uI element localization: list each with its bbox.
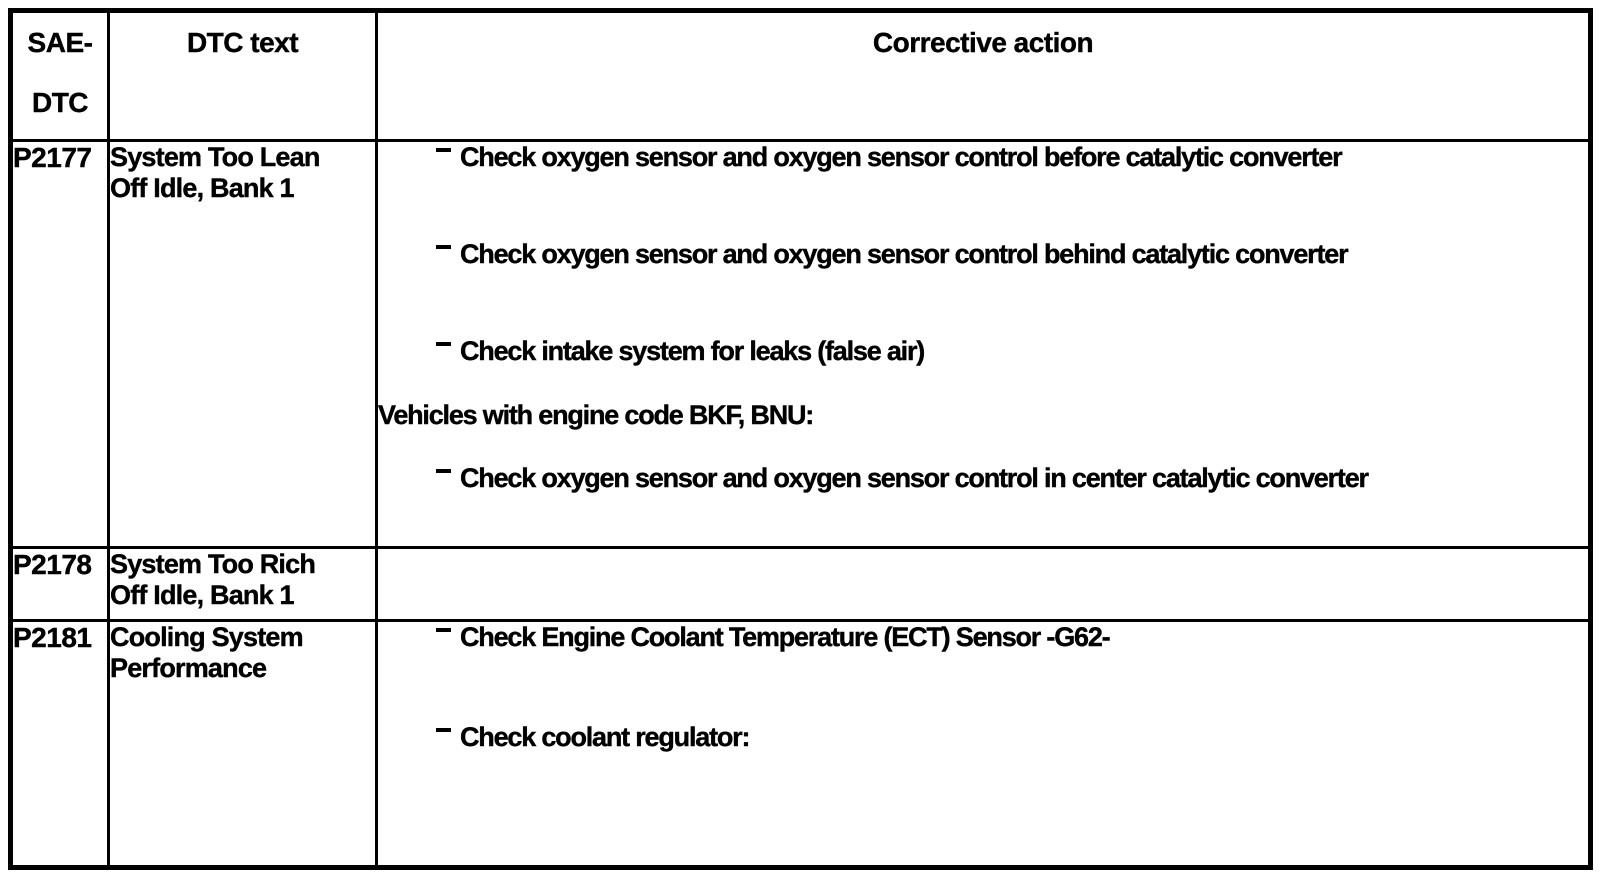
table-row: P2178 System Too Rich Off Idle, Bank 1 — [9, 546, 1592, 622]
action-text: Check oxygen sensor and oxygen sensor co… — [460, 463, 1369, 493]
dtc-text-cell: System Too Lean Off Idle, Bank 1 — [107, 139, 378, 549]
action-item: Check oxygen sensor and oxygen sensor co… — [436, 239, 1588, 270]
dash-bullet-icon — [436, 469, 451, 473]
table-row: P2181 Cooling System Performance Check E… — [9, 619, 1592, 869]
action-text: Check oxygen sensor and oxygen sensor co… — [460, 239, 1349, 269]
corrective-action-cell: Check Engine Coolant Temperature (ECT) S… — [375, 619, 1592, 869]
dash-bullet-icon — [436, 728, 451, 732]
dtc-code-cell: P2178 — [9, 546, 110, 622]
action-text: Check coolant regulator: — [460, 722, 751, 752]
action-text: Check Engine Coolant Temperature (ECT) S… — [460, 622, 1111, 652]
action-item: Check intake system for leaks (false air… — [436, 336, 1588, 367]
action-text: Check intake system for leaks (false air… — [460, 336, 926, 366]
dash-bullet-icon — [436, 342, 451, 346]
dtc-table: SAE- DTC DTC text Corrective action P217… — [8, 8, 1593, 870]
dtc-text-line: Off Idle, Bank 1 — [110, 580, 295, 610]
corrective-action-cell-empty — [375, 546, 1592, 622]
header-sae-dtc-line1: SAE- — [27, 27, 93, 58]
dtc-text-line: System Too Lean — [110, 142, 321, 172]
dash-bullet-icon — [436, 628, 451, 632]
header-sae-dtc-line2: DTC — [31, 87, 89, 118]
dtc-text-line: System Too Rich — [110, 549, 316, 579]
action-item: Check Engine Coolant Temperature (ECT) S… — [436, 622, 1588, 653]
header-dtc-text: DTC text — [107, 9, 378, 142]
table-header-row: SAE- DTC DTC text Corrective action — [9, 9, 1592, 142]
dash-bullet-icon — [436, 148, 451, 152]
dtc-text-cell: System Too Rich Off Idle, Bank 1 — [107, 546, 378, 622]
action-item: Check oxygen sensor and oxygen sensor co… — [436, 463, 1588, 494]
dtc-text-line: Off Idle, Bank 1 — [110, 173, 295, 203]
table-row: P2177 System Too Lean Off Idle, Bank 1 C… — [9, 139, 1592, 549]
dtc-text-line: Performance — [110, 653, 267, 683]
header-corrective-action: Corrective action — [375, 9, 1592, 142]
action-text: Check oxygen sensor and oxygen sensor co… — [460, 142, 1343, 172]
header-sae-dtc: SAE- DTC — [9, 9, 110, 142]
dtc-code-cell: P2177 — [9, 139, 110, 549]
dtc-code-cell: P2181 — [9, 619, 110, 869]
action-item: Check coolant regulator: — [436, 722, 1588, 753]
engine-code-note: Vehicles with engine code BKF, BNU: — [378, 400, 815, 430]
action-item: Check oxygen sensor and oxygen sensor co… — [436, 142, 1588, 173]
dtc-text-line: Cooling System — [110, 622, 304, 652]
corrective-action-cell: Check oxygen sensor and oxygen sensor co… — [375, 139, 1592, 549]
dtc-text-cell: Cooling System Performance — [107, 619, 378, 869]
dash-bullet-icon — [436, 245, 451, 249]
